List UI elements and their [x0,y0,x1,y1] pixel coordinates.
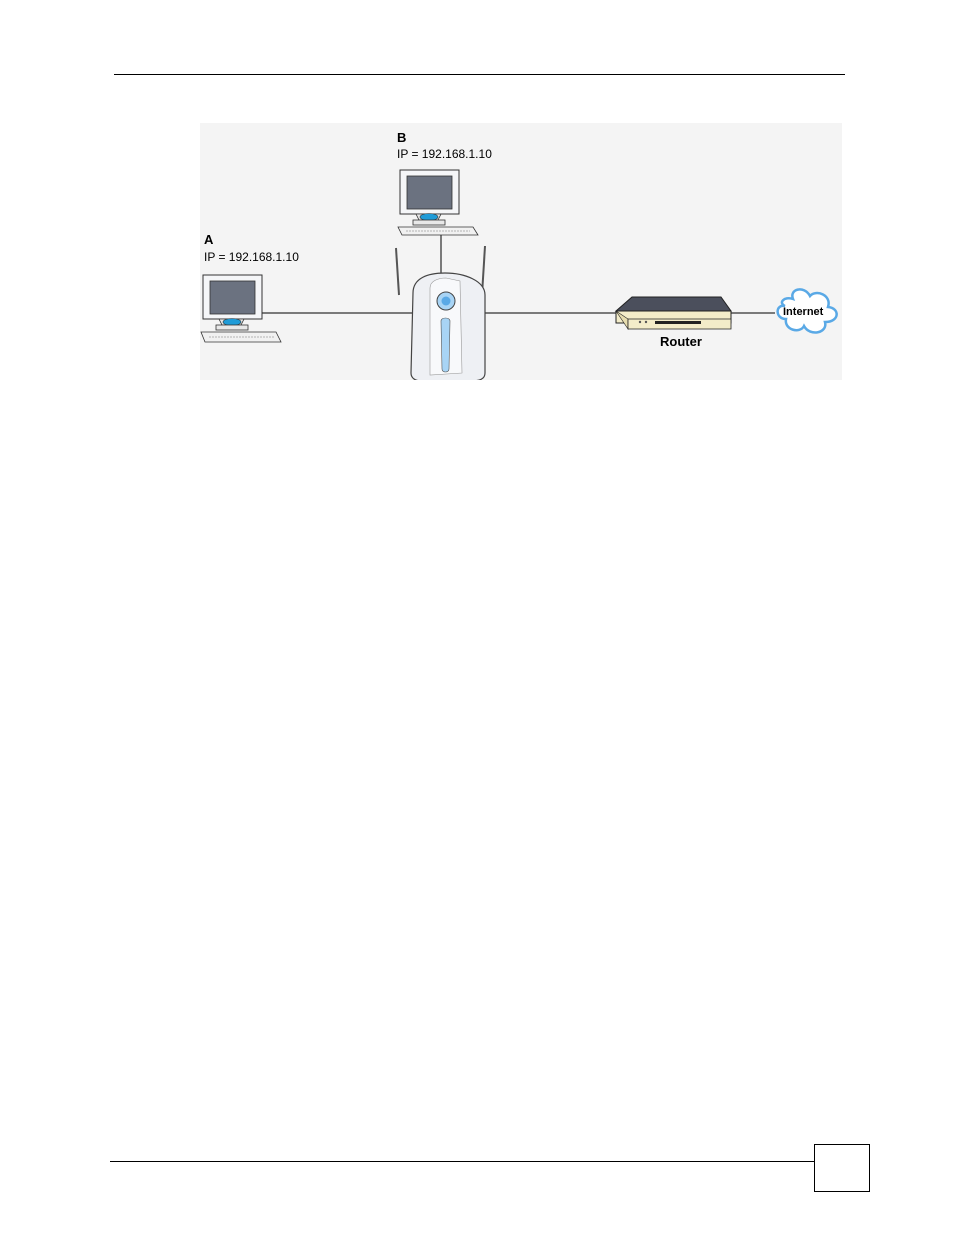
router-icon [616,297,731,329]
computer-a-ip: IP = 192.168.1.10 [204,251,299,263]
footer-rule [110,1161,815,1162]
computer-a-icon [201,275,281,342]
internet-label: Internet [783,307,823,318]
computer-b-ip: IP = 192.168.1.10 [397,148,492,160]
router-label: Router [660,335,702,348]
page-number-box [814,1144,870,1192]
header-rule [114,74,845,75]
computer-a-label: A [204,233,213,246]
computer-b-icon [398,170,478,235]
computer-b-label: B [397,131,406,144]
network-diagram: B IP = 192.168.1.10 A IP = 192.168.1.10 … [200,123,842,380]
